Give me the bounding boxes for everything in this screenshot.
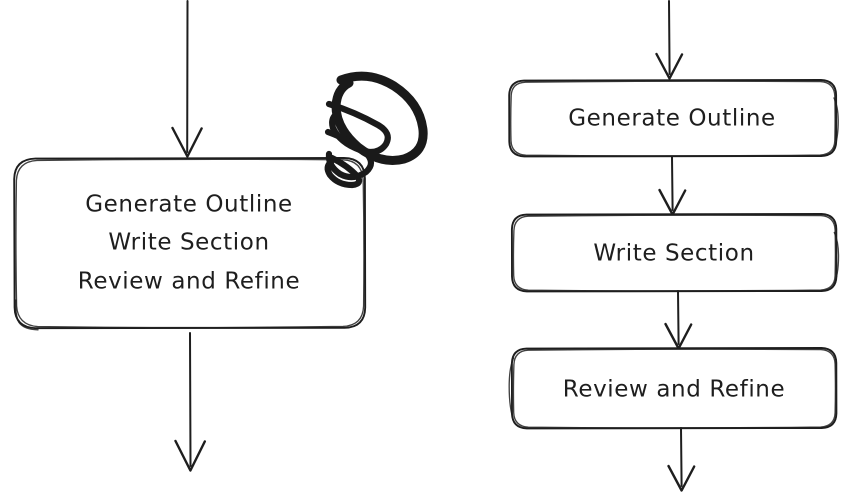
node-write-section-label: Write Section [593,241,754,267]
node-review-and-refine-label: Review and Refine [563,377,785,403]
scribble-annotation [324,71,428,189]
merged-node-line-3: Review and Refine [78,269,300,295]
arrow-write-section-to-review-and-refine [664,290,693,350]
arrow-generate-outline-to-write-section [658,156,687,216]
arrow-out-of-review-and-refine [667,427,696,492]
node-review-and-refine[interactable]: Review and Refine [508,347,838,430]
arrow-into-merged-node [171,0,203,158]
node-write-section[interactable]: Write Section [510,213,840,293]
merged-node-line-1: Generate Outline [85,192,293,218]
node-generate-outline-label: Generate Outline [568,106,776,132]
merged-node-line-2: Write Section [108,230,269,256]
merged-node[interactable]: Generate Outline Write Section Review an… [13,157,367,331]
arrow-out-of-merged-node [174,332,206,472]
node-generate-outline[interactable]: Generate Outline [508,79,839,158]
arrow-into-generate-outline [655,0,684,80]
left-diagram: Generate Outline Write Section Review an… [13,0,428,472]
right-diagram: Generate Outline Write Section Review an… [508,0,840,492]
